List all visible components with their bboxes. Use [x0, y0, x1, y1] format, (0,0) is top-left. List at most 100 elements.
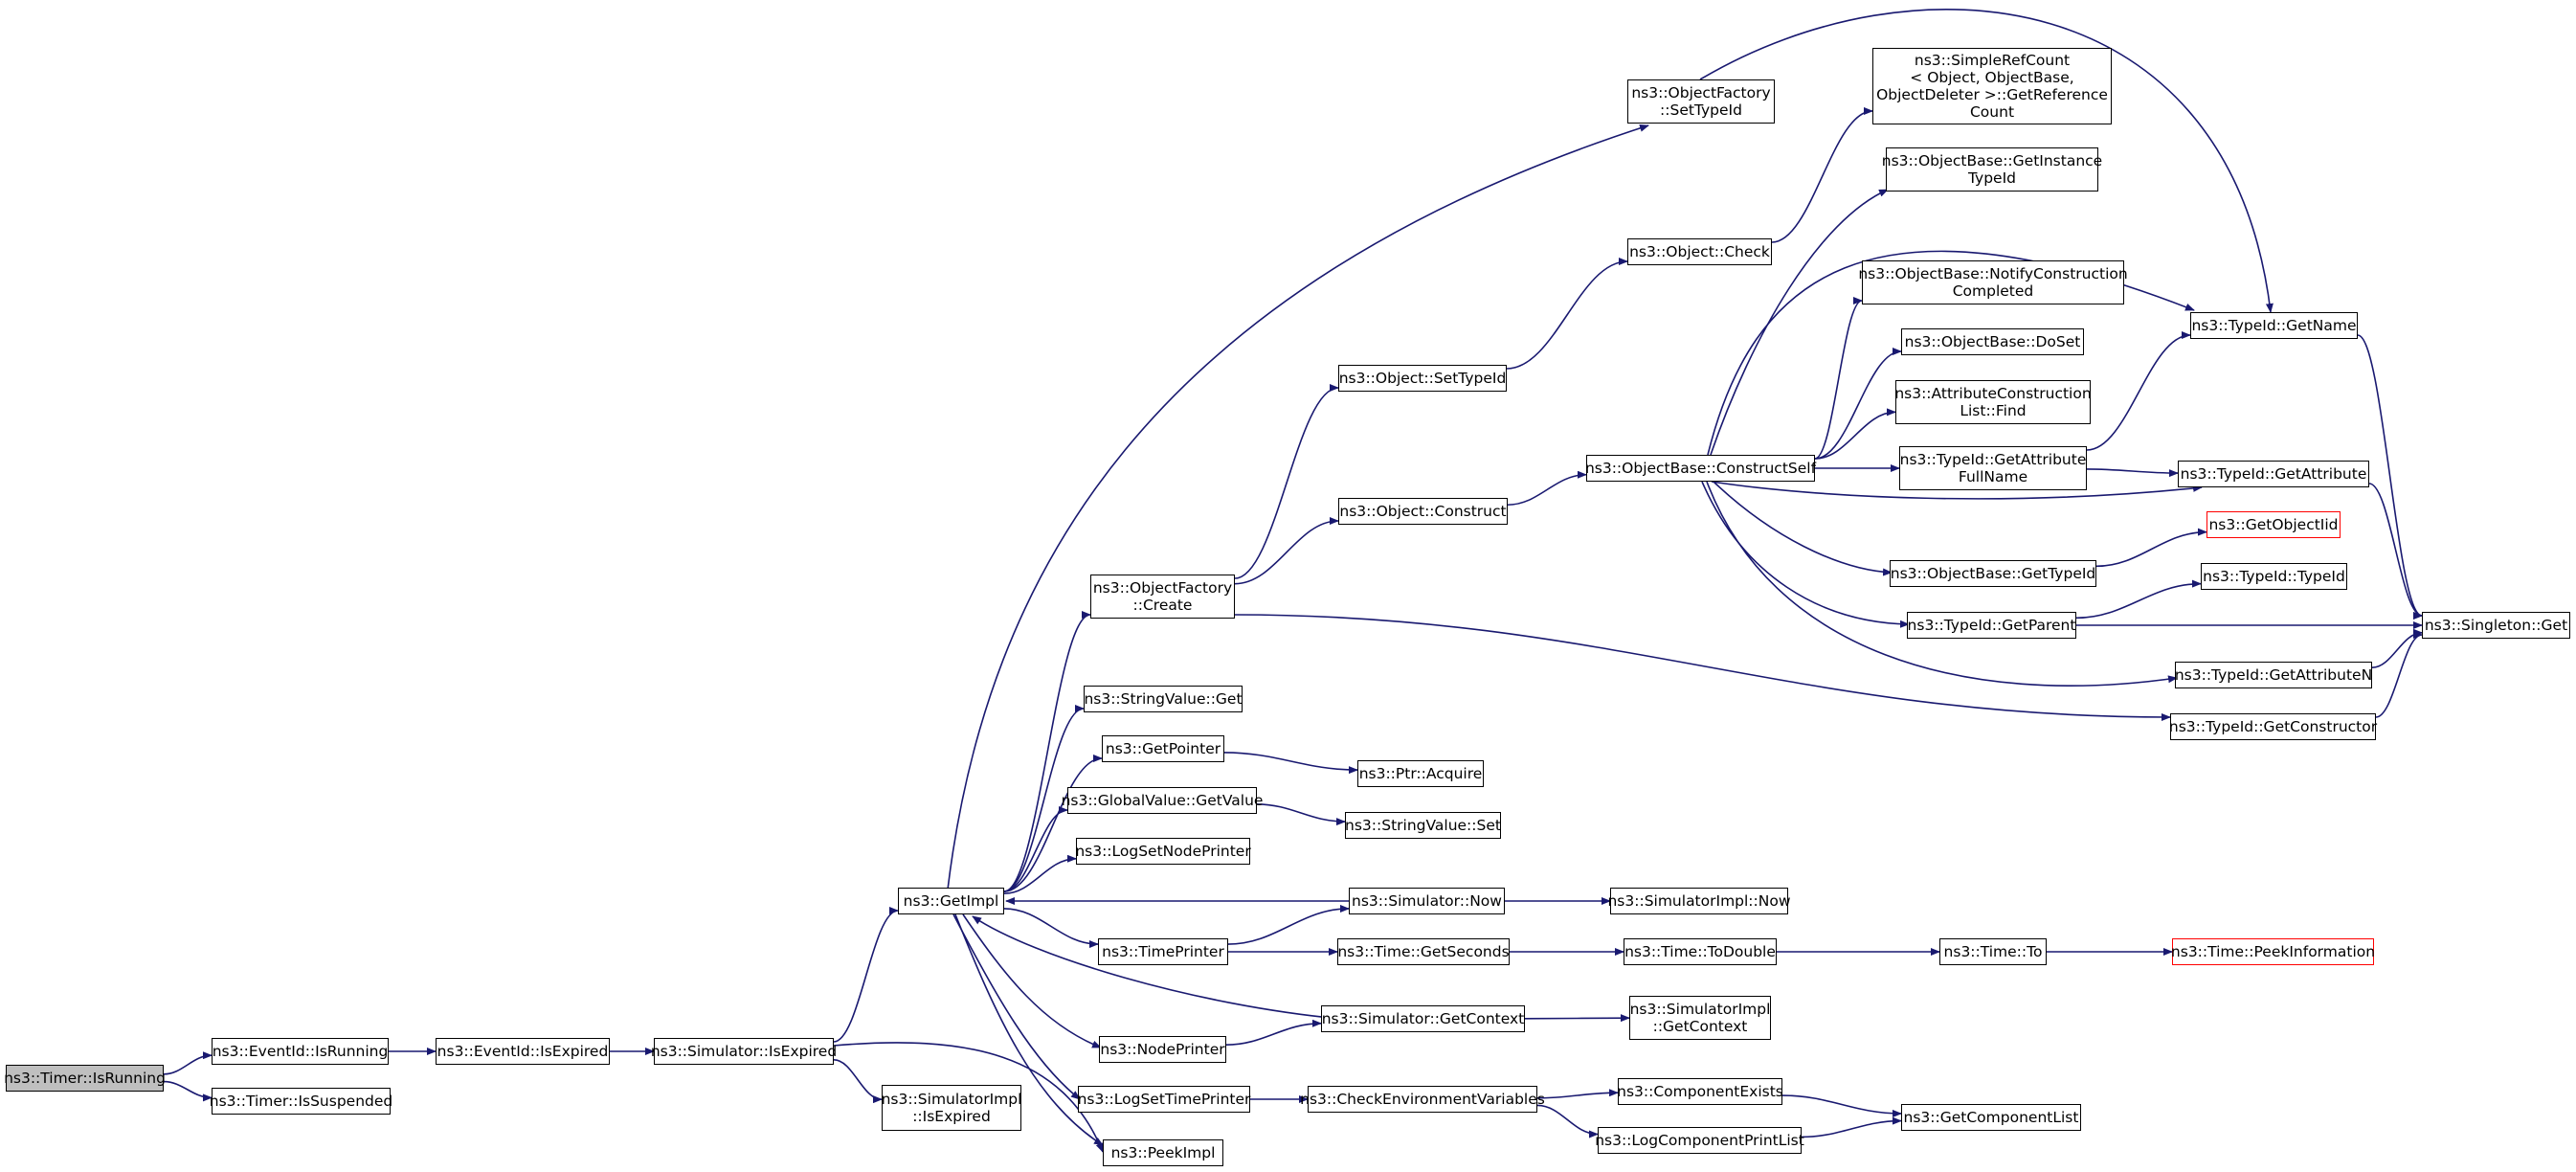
- node-getobjectiid[interactable]: ns3::GetObjectIid: [2206, 511, 2341, 538]
- node-constructself[interactable]: ns3::ObjectBase::ConstructSelf: [1585, 455, 1816, 482]
- edge-timer-isrunning-to-timer-issuspended: [163, 1080, 213, 1102]
- node-simimpl-now[interactable]: ns3::SimulatorImpl::Now: [1607, 888, 1791, 914]
- node-label: ns3::ObjectBase::GetTypeId: [1890, 565, 2096, 582]
- edge-typeid-getattribute-to-singleton-get: [2368, 483, 2423, 620]
- edge-constructself-to-objbase-gettypeid: [1713, 481, 1893, 576]
- edge-getimpl-to-peekimpl: [954, 913, 1104, 1146]
- node-objbase-doset[interactable]: ns3::ObjectBase::DoSet: [1901, 328, 2084, 355]
- edge-getimpl-to-objfactory-settypeid: [947, 124, 1649, 890]
- node-label: ::IsExpired: [912, 1108, 991, 1125]
- node-logsetnodeprinter[interactable]: ns3::LogSetNodePrinter: [1075, 838, 1251, 865]
- node-label: ns3::ComponentExists: [1617, 1083, 1783, 1100]
- node-label: ns3::CheckEnvironmentVariables: [1300, 1091, 1545, 1108]
- node-label: ns3::TypeId::GetName: [2191, 317, 2357, 334]
- node-globalvalue-getvalue[interactable]: ns3::GlobalValue::GetValue: [1062, 787, 1263, 814]
- node-simimpl-getcontext[interactable]: ns3::SimulatorImpl::GetContext: [1629, 996, 1771, 1040]
- node-label: ns3::NodePrinter: [1100, 1041, 1225, 1058]
- node-stringvalue-set[interactable]: ns3::StringValue::Set: [1345, 812, 1501, 839]
- node-label: ns3::TypeId::GetConstructor: [2168, 718, 2378, 735]
- node-timeprinter[interactable]: ns3::TimePrinter: [1098, 938, 1228, 965]
- node-time-peekinformation[interactable]: ns3::Time::PeekInformation: [2170, 938, 2376, 965]
- edge-constructself-to-typeid-getattribute: [1711, 481, 2203, 500]
- node-label: ns3::EventId::IsRunning: [212, 1043, 389, 1060]
- node-checkenv[interactable]: ns3::CheckEnvironmentVariables: [1300, 1086, 1545, 1113]
- edge-getimpl-to-stringvalue-get: [1003, 705, 1085, 892]
- node-object-check[interactable]: ns3::Object::Check: [1627, 238, 1772, 265]
- node-label: ns3::TypeId::GetAttribute: [1899, 451, 2087, 468]
- node-typeid-typeid[interactable]: ns3::TypeId::TypeId: [2201, 563, 2347, 590]
- node-label: ObjectDeleter >::GetReference: [1876, 86, 2108, 103]
- node-objfactory-create[interactable]: ns3::ObjectFactory::Create: [1090, 575, 1235, 619]
- node-label: ns3::ObjectFactory: [1631, 84, 1771, 101]
- edge-objfactory-settypeid-to-typeid-getname: [1699, 9, 2274, 313]
- node-label: ns3::StringValue::Get: [1084, 690, 1243, 708]
- node-label: ns3::Simulator::GetContext: [1321, 1010, 1525, 1027]
- node-label: < Object, ObjectBase,: [1910, 69, 2074, 86]
- node-ptr-acquire[interactable]: ns3::Ptr::Acquire: [1357, 760, 1484, 787]
- edge-object-construct-to-constructself: [1507, 470, 1587, 507]
- node-label: ns3::LogSetTimePrinter: [1077, 1091, 1251, 1108]
- node-label: ns3::EventId::IsExpired: [437, 1043, 609, 1060]
- edge-globalvalue-getvalue-to-stringvalue-set: [1256, 803, 1346, 826]
- node-label: ::GetContext: [1652, 1018, 1748, 1035]
- node-eventid-isexpired[interactable]: ns3::EventId::IsExpired: [436, 1038, 610, 1065]
- node-label: ns3::TypeId::GetAttribute: [2180, 465, 2367, 483]
- edge-constructself-to-objbase-doset: [1814, 348, 1902, 460]
- node-object-settypeid[interactable]: ns3::Object::SetTypeId: [1338, 365, 1507, 392]
- node-simimpl-isexpired[interactable]: ns3::SimulatorImpl::IsExpired: [882, 1085, 1021, 1131]
- node-typeid-getname[interactable]: ns3::TypeId::GetName: [2190, 312, 2358, 339]
- node-label: ns3::Object::Construct: [1339, 503, 1507, 520]
- node-label: ns3::ObjectBase::NotifyConstruction: [1858, 265, 2128, 282]
- node-simplerefcount[interactable]: ns3::SimpleRefCount< Object, ObjectBase,…: [1872, 48, 2112, 124]
- node-stringvalue-get[interactable]: ns3::StringValue::Get: [1084, 686, 1243, 712]
- node-label: ns3::TypeId::TypeId: [2203, 568, 2345, 585]
- node-time-to[interactable]: ns3::Time::To: [1939, 938, 2047, 965]
- node-nodeprinter[interactable]: ns3::NodePrinter: [1099, 1036, 1226, 1063]
- edge-getimpl-to-timeprinter: [1003, 908, 1099, 949]
- node-sim-getcontext[interactable]: ns3::Simulator::GetContext: [1321, 1005, 1525, 1032]
- node-typeid-getattributen[interactable]: ns3::TypeId::GetAttributeN: [2175, 662, 2372, 688]
- edge-constructself-to-getinstancetypeid: [1710, 189, 1889, 456]
- node-object-construct[interactable]: ns3::Object::Construct: [1338, 498, 1508, 525]
- node-timer-isrunning[interactable]: ns3::Timer::IsRunning: [4, 1065, 166, 1092]
- node-time-getseconds[interactable]: ns3::Time::GetSeconds: [1337, 938, 1510, 965]
- node-eventid-isrunning[interactable]: ns3::EventId::IsRunning: [212, 1038, 389, 1065]
- node-peekimpl[interactable]: ns3::PeekImpl: [1103, 1139, 1223, 1166]
- node-label: ns3::GetPointer: [1105, 740, 1221, 757]
- node-typeid-getconstructor[interactable]: ns3::TypeId::GetConstructor: [2168, 713, 2378, 740]
- node-timer-issuspended[interactable]: ns3::Timer::IsSuspended: [210, 1088, 392, 1115]
- edge-constructself-to-attrconstruction-find: [1814, 408, 1896, 460]
- node-componentexists[interactable]: ns3::ComponentExists: [1617, 1078, 1783, 1105]
- edge-objfactory-create-to-object-construct: [1234, 517, 1339, 585]
- node-typeid-getparent[interactable]: ns3::TypeId::GetParent: [1907, 612, 2076, 639]
- edge-getimpl-to-getpointer: [1003, 755, 1103, 892]
- node-time-todouble[interactable]: ns3::Time::ToDouble: [1624, 938, 1777, 965]
- node-label: ns3::Time::PeekInformation: [2170, 943, 2376, 960]
- edge-typeid-getname-to-singleton-get: [2357, 334, 2423, 620]
- node-logcomponentprintlist[interactable]: ns3::LogComponentPrintList: [1595, 1127, 1804, 1154]
- node-label: ns3::SimulatorImpl: [881, 1091, 1022, 1108]
- edge-componentexists-to-getcomponentlist: [1781, 1094, 1902, 1117]
- node-objfactory-settypeid[interactable]: ns3::ObjectFactory::SetTypeId: [1627, 79, 1775, 124]
- node-getpointer[interactable]: ns3::GetPointer: [1102, 735, 1224, 762]
- node-singleton-get[interactable]: ns3::Singleton::Get: [2422, 612, 2570, 639]
- node-sim-isexpired[interactable]: ns3::Simulator::IsExpired: [651, 1038, 837, 1065]
- edge-constructself-to-typeid-getparent: [1701, 481, 1910, 628]
- edge-constructself-to-typeid-getattributen: [1706, 481, 2178, 687]
- edge-nodeprinter-to-sim-getcontext: [1225, 1019, 1322, 1046]
- edge-constructself-to-notifyconstruction: [1814, 297, 1863, 460]
- node-sim-now[interactable]: ns3::Simulator::Now: [1349, 888, 1505, 914]
- node-objbase-gettypeid[interactable]: ns3::ObjectBase::GetTypeId: [1890, 560, 2096, 587]
- node-label: ns3::ObjectFactory: [1092, 579, 1233, 597]
- node-getimpl[interactable]: ns3::GetImpl: [898, 888, 1004, 914]
- node-getcomponentlist[interactable]: ns3::GetComponentList: [1901, 1104, 2081, 1131]
- node-logsettimeprinter[interactable]: ns3::LogSetTimePrinter: [1078, 1086, 1250, 1113]
- node-typeid-getattribute[interactable]: ns3::TypeId::GetAttribute: [2178, 461, 2369, 487]
- edge-getimpl-to-globalvalue-getvalue: [1003, 806, 1068, 892]
- edge-getimpl-to-objfactory-create: [1003, 611, 1091, 892]
